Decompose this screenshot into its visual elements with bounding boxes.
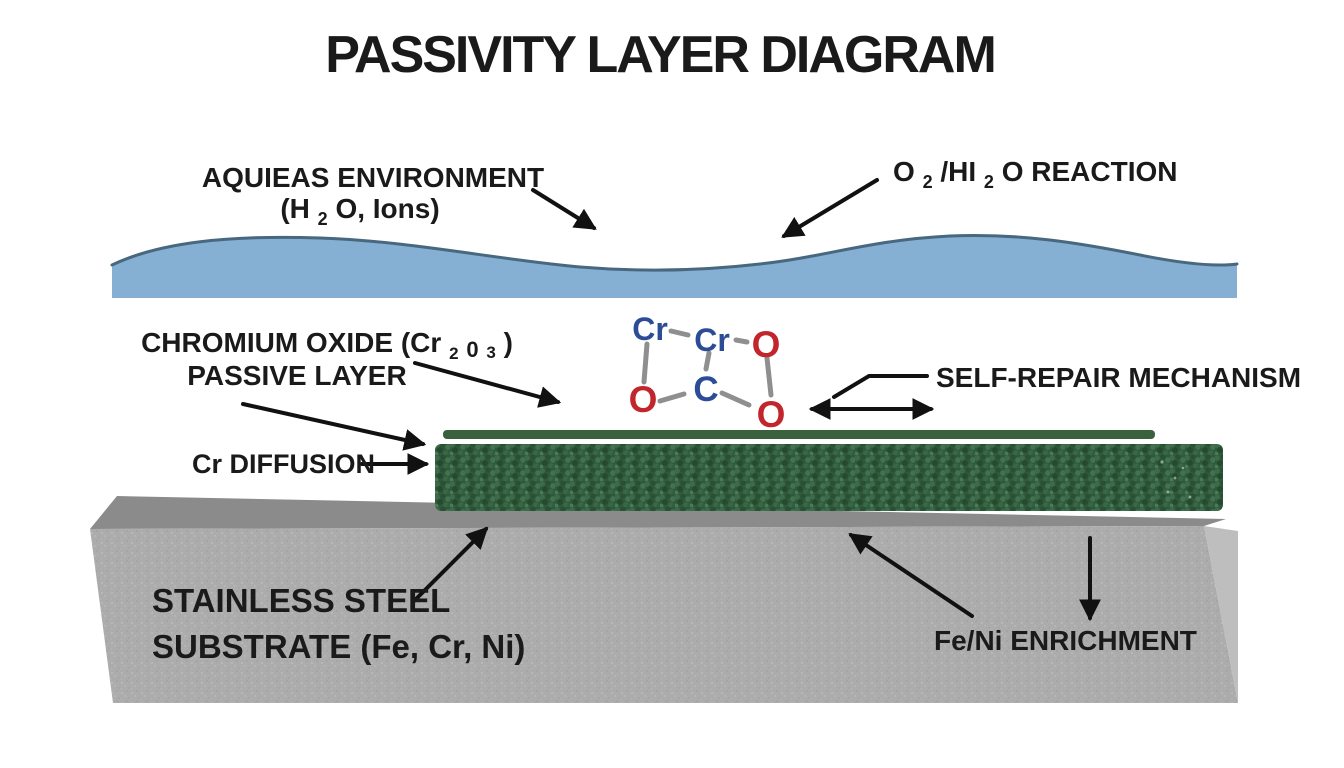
self-repair-label: SELF-REPAIR MECHANISM	[936, 362, 1301, 393]
bond-c-o-bottomright	[719, 390, 752, 408]
environment-label-line2: (H 2 O, Ions)	[280, 193, 439, 231]
chromium-oxide-granular-layer	[435, 444, 1223, 511]
stainless-steel-substrate-block	[90, 496, 1238, 703]
substrate-label-line1: STAINLESS STEEL	[152, 582, 450, 619]
molecule-bonds	[641, 328, 774, 408]
atom-o-bottomright: O	[757, 394, 786, 435]
atom-cr-2: Cr	[694, 322, 730, 358]
arrow-substrate-to-layer	[412, 526, 489, 603]
cr2o3-molecule: Cr Cr O O C O	[629, 311, 786, 435]
diagram-labels: PASSIVITY LAYER DIAGRAM AQUIEAS ENVIRONM…	[141, 26, 1301, 665]
oxide-layer-sparkle	[1160, 460, 1192, 499]
molecule-atoms: Cr Cr O O C O	[629, 311, 786, 435]
cr-diffusion-label: Cr DIFFUSION	[192, 449, 375, 479]
atom-o-bottomleft: O	[629, 379, 658, 420]
atom-o-topright: O	[752, 324, 781, 365]
substrate-label-line2: SUBSTRATE (Fe, Cr, Ni)	[152, 628, 525, 665]
water-surface-outline	[110, 233, 1239, 272]
arrow-oxide-label-to-bar	[413, 361, 562, 408]
water-body	[112, 235, 1237, 298]
environment-label-line1: AQUIEAS ENVIRONMENT	[202, 162, 544, 193]
reaction-label: O 2 /HI 2 O REACTION	[893, 156, 1178, 194]
water-layer	[110, 233, 1239, 298]
arrow-enrichment-to-interface	[848, 533, 974, 618]
bond-cr2-c	[703, 350, 712, 372]
oxide-label-line2: PASSIVE LAYER	[187, 360, 406, 391]
bond-cr1-o-bottomleft	[641, 341, 650, 385]
substrate-front-face	[90, 526, 1238, 703]
bond-cr2-o-top	[733, 337, 750, 345]
oxide-label-line1: CHROMIUM OXIDE (Cr 2 0 3 )	[141, 327, 513, 365]
atom-cr-1: Cr	[632, 311, 668, 347]
arrow-environment-to-water	[531, 188, 597, 230]
substrate-right-bevel	[1204, 526, 1238, 703]
enrichment-label: Fe/Ni ENRICHMENT	[934, 625, 1197, 656]
arrow-reaction-to-water	[781, 178, 879, 238]
page-title: PASSIVITY LAYER DIAGRAM	[325, 26, 995, 84]
bond-o-top-o-bottomright	[764, 355, 774, 398]
substrate-top-face	[90, 496, 1226, 529]
bond-o-bottomleft-c	[657, 391, 687, 404]
chromium-oxide-thin-bar	[443, 430, 1155, 439]
atom-c: C	[693, 370, 718, 409]
bond-cr1-cr2	[668, 328, 691, 338]
arrow-passive-layer-to-layer	[241, 402, 427, 451]
self-repair-leader-line	[832, 374, 929, 399]
annotation-arrows	[241, 178, 1101, 622]
